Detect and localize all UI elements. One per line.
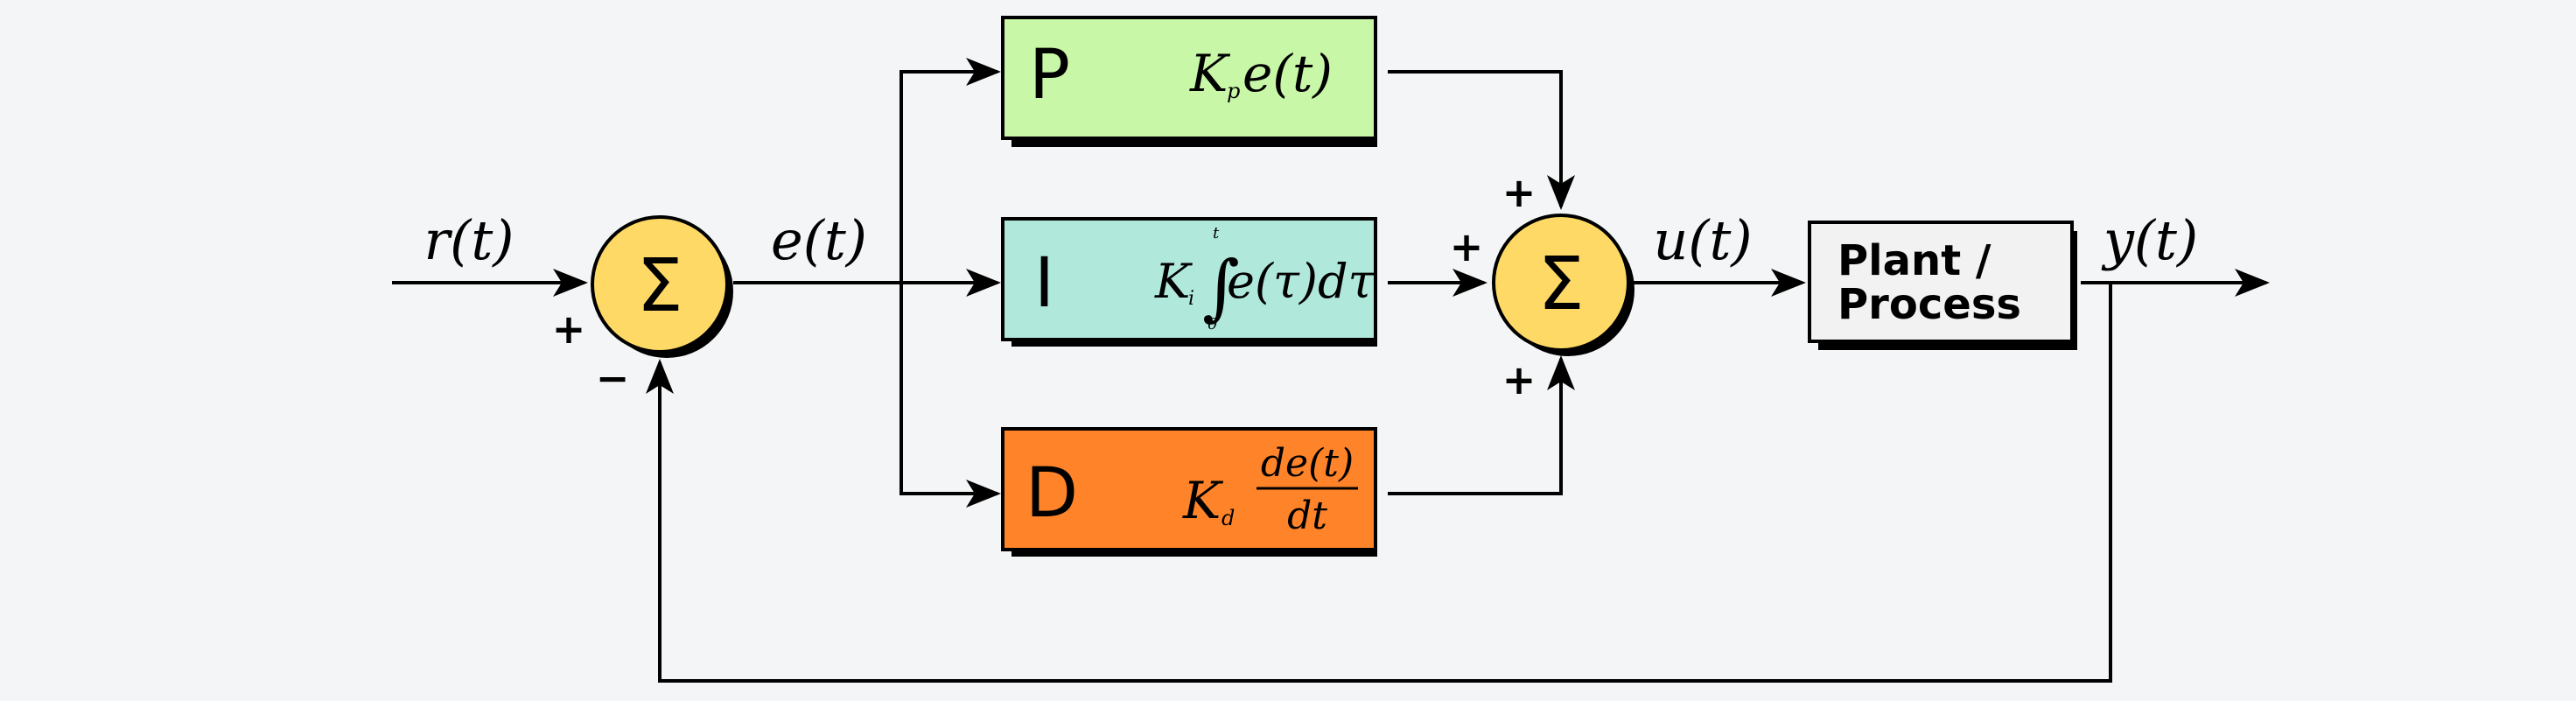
d-numerator: de(t) xyxy=(1261,441,1354,486)
plant-label-line2: Process xyxy=(1838,280,2021,329)
p-gain-k: K xyxy=(1189,44,1231,103)
i-block-box xyxy=(1001,217,1377,341)
error-to-d-line xyxy=(900,283,1001,508)
sum2-plus-bottom: + xyxy=(1502,356,1536,403)
d-block-letter: D xyxy=(1026,454,1078,533)
i-block-letter: I xyxy=(1034,244,1054,323)
i-block: I K i ∫ t 0 e(τ)dτ xyxy=(1001,217,1377,347)
i-term: e(τ)dτ xyxy=(1227,254,1376,309)
i-gain-subscript: i xyxy=(1188,288,1194,310)
summing-junction-2: Σ + + + xyxy=(1450,169,1634,403)
error-signal-label: e(t) xyxy=(771,208,867,272)
p-to-sum-line xyxy=(1388,70,1575,210)
reference-signal-label: r(t) xyxy=(424,208,514,272)
p-gain-subscript: p xyxy=(1227,79,1240,103)
d-gain-subscript: d xyxy=(1222,506,1235,530)
error-to-p-line xyxy=(900,58,1001,283)
plant-block: Plant / Process xyxy=(1808,221,2077,350)
i-integral-sign: ∫ xyxy=(1202,246,1240,329)
sum1-minus-sign: − xyxy=(596,354,630,402)
output-signal-label: y(t) xyxy=(2101,208,2198,272)
control-signal-label: u(t) xyxy=(1653,208,1752,272)
sum2-plus-left: + xyxy=(1450,223,1484,270)
sum2-sigma: Σ xyxy=(1537,241,1584,326)
d-to-sum-line xyxy=(1388,355,1575,495)
p-term: e(t) xyxy=(1242,44,1333,103)
i-gain-k: K xyxy=(1154,254,1193,309)
sum2-plus-top: + xyxy=(1502,169,1536,216)
feedback-line xyxy=(646,283,2112,683)
p-block: P K p e(t) xyxy=(1001,16,1377,147)
sum1-circle xyxy=(591,215,729,354)
sum1-plus-sign: + xyxy=(552,305,586,353)
plant-label-line1: Plant / xyxy=(1838,236,1992,285)
d-block: D K d de(t) dt xyxy=(1001,427,1377,557)
i-upper-limit: t xyxy=(1213,224,1220,242)
d-denominator: dt xyxy=(1287,494,1327,538)
p-block-letter: P xyxy=(1029,36,1070,115)
sum1-sigma: Σ xyxy=(636,242,682,328)
p-block-box xyxy=(1001,16,1377,140)
summing-junction-1: Σ + − xyxy=(552,215,733,402)
i-lower-limit: 0 xyxy=(1208,315,1217,333)
plant-block-box xyxy=(1808,221,2074,343)
d-gain-k: K xyxy=(1182,471,1224,530)
sum2-circle xyxy=(1492,214,1630,352)
signal-lines xyxy=(392,58,2270,683)
